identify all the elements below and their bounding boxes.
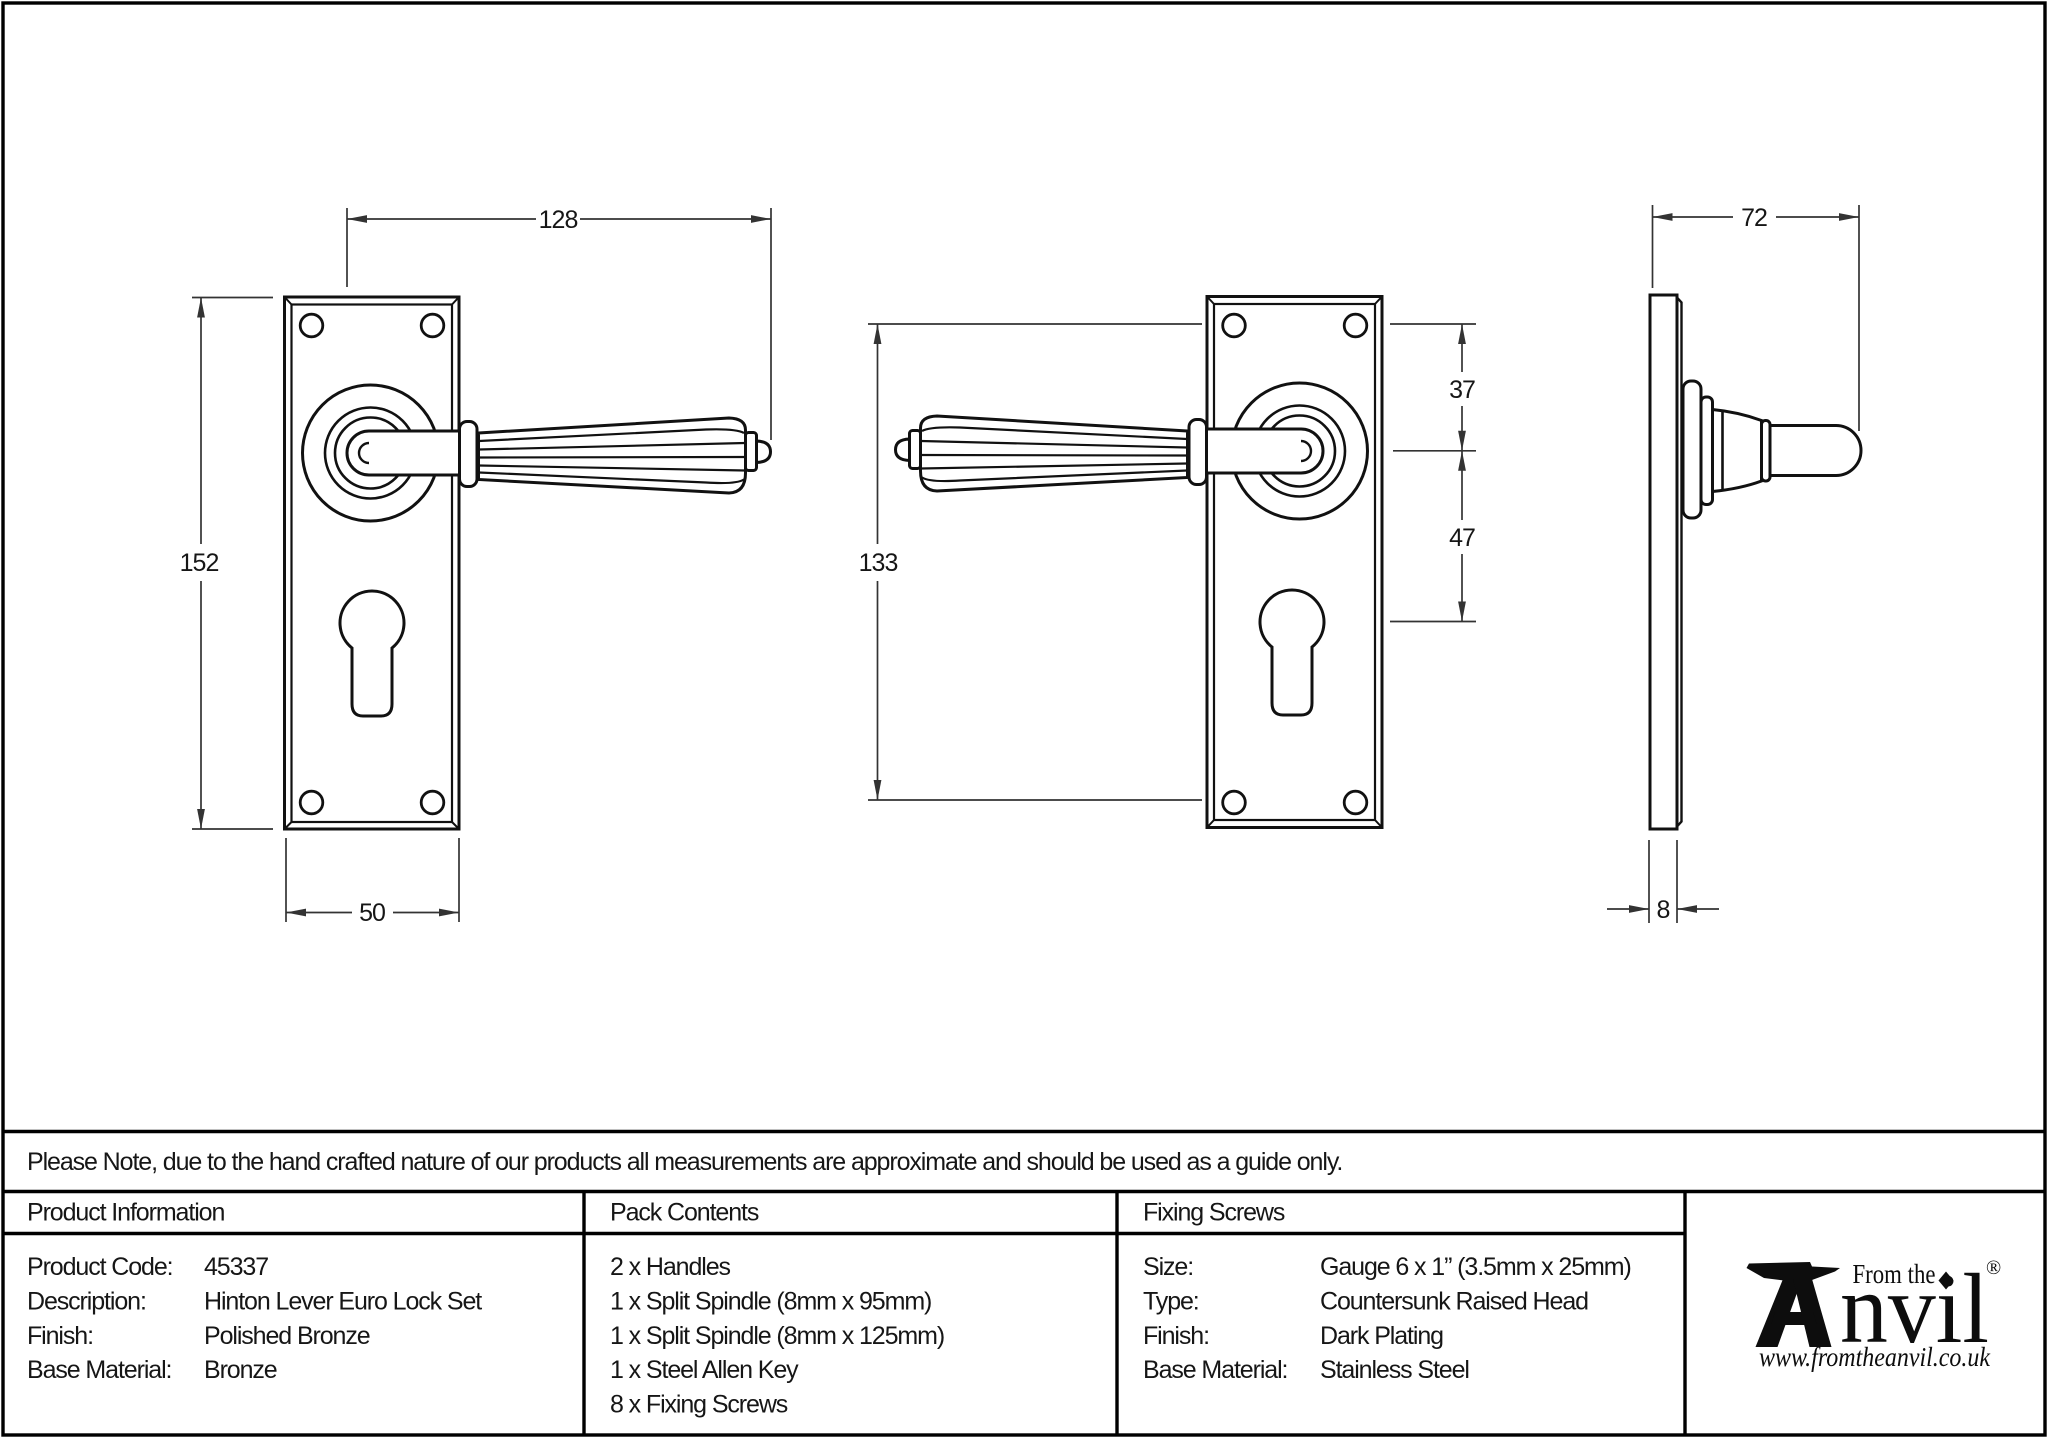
svg-text:72: 72 — [1741, 204, 1767, 232]
svg-text:Size:: Size: — [1143, 1253, 1193, 1281]
svg-text:®: ® — [1986, 1257, 2001, 1279]
svg-text:1 x Split Spindle (8mm x 95mm): 1 x Split Spindle (8mm x 95mm) — [610, 1287, 931, 1315]
svg-text:Please Note, due to the hand c: Please Note, due to the hand crafted nat… — [27, 1148, 1342, 1176]
svg-text:45337: 45337 — [204, 1253, 268, 1281]
svg-text:8 x Fixing Screws: 8 x Fixing Screws — [610, 1391, 788, 1419]
svg-text:2 x Handles: 2 x Handles — [610, 1253, 731, 1281]
svg-text:152: 152 — [180, 549, 219, 577]
svg-text:Countersunk Raised Head: Countersunk Raised Head — [1320, 1287, 1588, 1315]
svg-text:Base Material:: Base Material: — [1143, 1356, 1287, 1384]
svg-text:50: 50 — [359, 899, 385, 927]
svg-text:1 x Steel Allen Key: 1 x Steel Allen Key — [610, 1356, 799, 1384]
svg-text:Pack Contents: Pack Contents — [610, 1199, 759, 1227]
svg-text:47: 47 — [1449, 524, 1475, 552]
svg-text:Type:: Type: — [1143, 1287, 1199, 1315]
svg-text:Base Material:: Base Material: — [27, 1356, 171, 1384]
svg-text:From the: From the — [1853, 1259, 1936, 1289]
svg-text:www.fromtheanvil.co.uk: www.fromtheanvil.co.uk — [1759, 1342, 1991, 1372]
svg-text:Product Code:: Product Code: — [27, 1253, 173, 1281]
svg-text:Hinton Lever Euro Lock Set: Hinton Lever Euro Lock Set — [204, 1287, 482, 1315]
svg-text:Gauge 6 x 1” (3.5mm x 25mm): Gauge 6 x 1” (3.5mm x 25mm) — [1320, 1253, 1631, 1281]
svg-text:Description:: Description: — [27, 1287, 146, 1315]
svg-text:37: 37 — [1449, 376, 1475, 404]
svg-text:Finish:: Finish: — [27, 1322, 93, 1350]
svg-text:8: 8 — [1657, 896, 1670, 924]
svg-text:133: 133 — [859, 549, 898, 577]
svg-text:Stainless Steel: Stainless Steel — [1320, 1356, 1469, 1384]
svg-text:128: 128 — [539, 206, 578, 234]
svg-text:Bronze: Bronze — [204, 1356, 277, 1384]
svg-text:nvil: nvil — [1840, 1253, 1989, 1364]
svg-text:Dark Plating: Dark Plating — [1320, 1322, 1443, 1350]
svg-text:Finish:: Finish: — [1143, 1322, 1209, 1350]
svg-text:Product Information: Product Information — [27, 1199, 224, 1227]
svg-text:Polished Bronze: Polished Bronze — [204, 1322, 370, 1350]
svg-text:Fixing Screws: Fixing Screws — [1143, 1199, 1285, 1227]
svg-text:1 x Split Spindle (8mm x 125mm: 1 x Split Spindle (8mm x 125mm) — [610, 1322, 944, 1350]
